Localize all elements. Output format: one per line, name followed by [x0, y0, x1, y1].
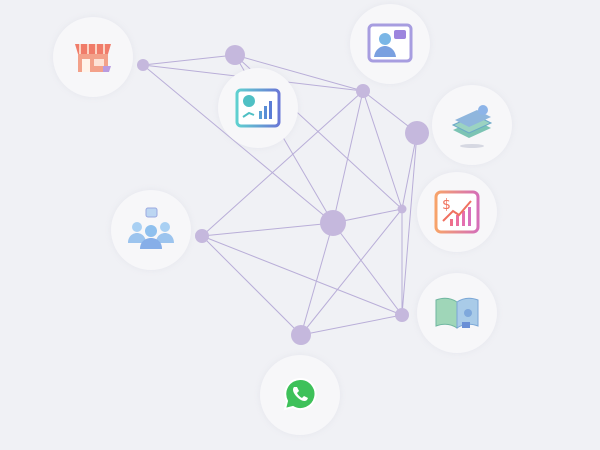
node-a	[137, 59, 149, 71]
whatsapp-bubble[interactable]	[260, 355, 340, 435]
edge-b-c	[234, 54, 364, 92]
edge-c-f	[332, 90, 364, 224]
finance-bubble: $	[417, 172, 497, 252]
edge-e-i	[300, 208, 403, 336]
store-bubble	[53, 17, 133, 97]
book-bubble	[417, 273, 497, 353]
edge-g-h	[201, 235, 403, 316]
edge-g-i	[201, 235, 302, 336]
edge-i-h	[300, 314, 403, 336]
book-icon	[435, 297, 479, 329]
edge-g-f	[201, 222, 334, 237]
team-chat-icon	[128, 207, 174, 249]
edge-a-b	[142, 54, 236, 66]
edge-d-e	[401, 132, 418, 210]
analytics-bubble	[218, 68, 298, 148]
svg-text:$: $	[442, 197, 451, 213]
node-g	[195, 229, 209, 243]
node-h	[395, 308, 409, 322]
edge-a-f	[142, 64, 334, 224]
node-i	[291, 325, 311, 345]
whatsapp-icon[interactable]	[275, 370, 325, 420]
customer-support-icon	[367, 23, 413, 63]
finance-growth-icon: $	[434, 190, 480, 234]
edge-c-g	[201, 90, 364, 237]
node-e	[397, 204, 407, 214]
node-c	[356, 84, 370, 98]
node-f	[320, 210, 346, 236]
support-bubble	[350, 4, 430, 84]
money-stack-icon	[451, 105, 493, 148]
edge-f-h	[332, 222, 403, 316]
money-bubble	[432, 85, 512, 165]
edge-d-h	[401, 132, 418, 316]
node-b	[225, 45, 245, 65]
store-icon	[75, 44, 111, 72]
edge-f-i	[300, 222, 334, 336]
node-d	[405, 121, 429, 145]
team-bubble	[111, 190, 191, 270]
edge-c-e	[362, 90, 403, 210]
analytics-chart-icon	[235, 88, 281, 128]
